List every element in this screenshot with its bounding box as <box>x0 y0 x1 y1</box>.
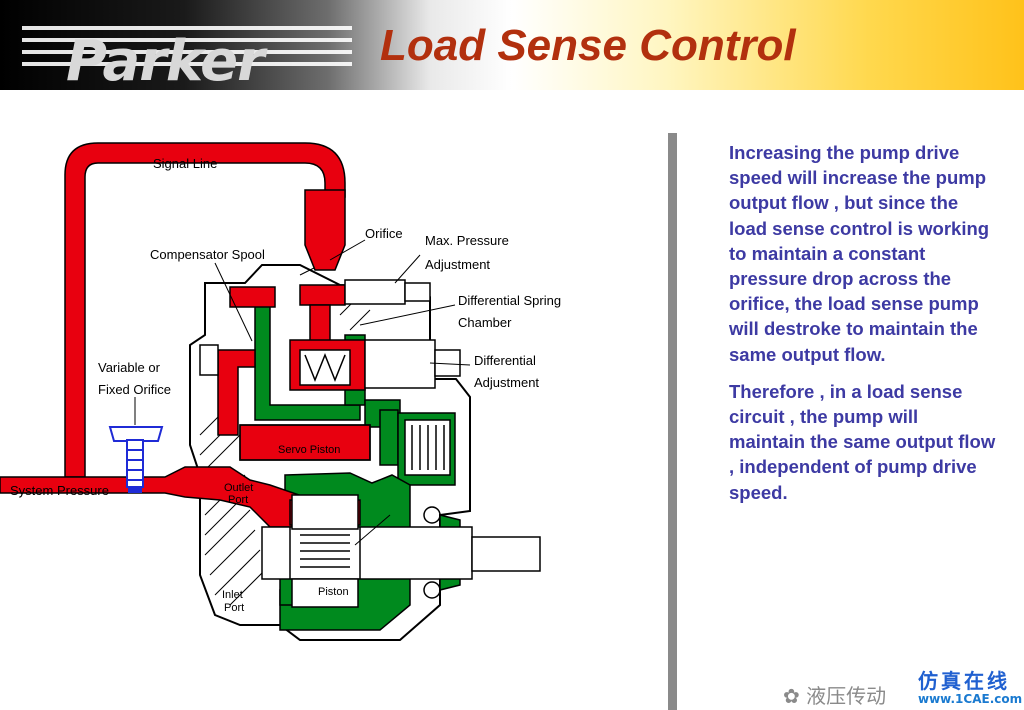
column-divider <box>668 133 677 710</box>
label-inlet-port: Port <box>224 602 244 614</box>
brand-url: www.1CAE.com <box>918 692 1023 706</box>
label-max-pressure: Max. Pressure <box>425 233 509 248</box>
label-orifice: Orifice <box>365 226 403 241</box>
label-diff-spring: Differential Spring <box>458 293 561 308</box>
internal-details <box>199 279 541 608</box>
diagram-labels: Signal Line Orifice Max. Pressure Adjust… <box>10 156 561 614</box>
label-inlet: Inlet <box>222 589 243 601</box>
footer-watermark: ✿ 液压传动 <box>783 680 886 709</box>
label-outlet: Outlet <box>224 482 253 494</box>
label-signal-line: Signal Line <box>153 156 217 171</box>
label-system-pressure: System Pressure <box>10 483 109 498</box>
header-banner: Parker Load Sense Control <box>0 0 1024 90</box>
page-title: Load Sense Control <box>380 21 796 70</box>
logo-stripes-icon <box>22 26 352 66</box>
label-differential-adj: Adjustment <box>474 375 539 390</box>
leader-lines <box>134 239 471 546</box>
parker-logo: Parker <box>22 14 352 90</box>
description-text: Increasing the pump drive speed will inc… <box>729 140 999 505</box>
label-compensator-spool: Compensator Spool <box>150 247 265 262</box>
watermark-text: 液压传动 <box>806 684 887 708</box>
variable-orifice-icon <box>108 426 164 493</box>
label-differential: Differential <box>474 353 536 368</box>
label-variable-orifice: Variable or <box>98 360 161 375</box>
brand-cn: 仿真在线 <box>918 669 1010 693</box>
label-outlet-port: Port <box>228 494 248 506</box>
footer-brand: 仿真在线 www.1CAE.com <box>918 670 1022 706</box>
label-servo-piston: Servo Piston <box>278 444 340 456</box>
paragraph-2: Therefore , in a load sense circuit , th… <box>729 380 996 503</box>
logo-text: Parker <box>66 29 265 94</box>
label-diff-spring-chamber: Chamber <box>458 315 512 330</box>
paragraph-1: Increasing the pump drive speed will inc… <box>729 142 990 365</box>
label-fixed-orifice: Fixed Orifice <box>98 382 171 397</box>
wechat-icon: ✿ <box>783 684 800 708</box>
pump-diagram: Signal Line Orifice Max. Pressure Adjust… <box>0 142 561 641</box>
label-max-pressure-adj: Adjustment <box>425 257 490 272</box>
label-piston: Piston <box>318 586 349 598</box>
